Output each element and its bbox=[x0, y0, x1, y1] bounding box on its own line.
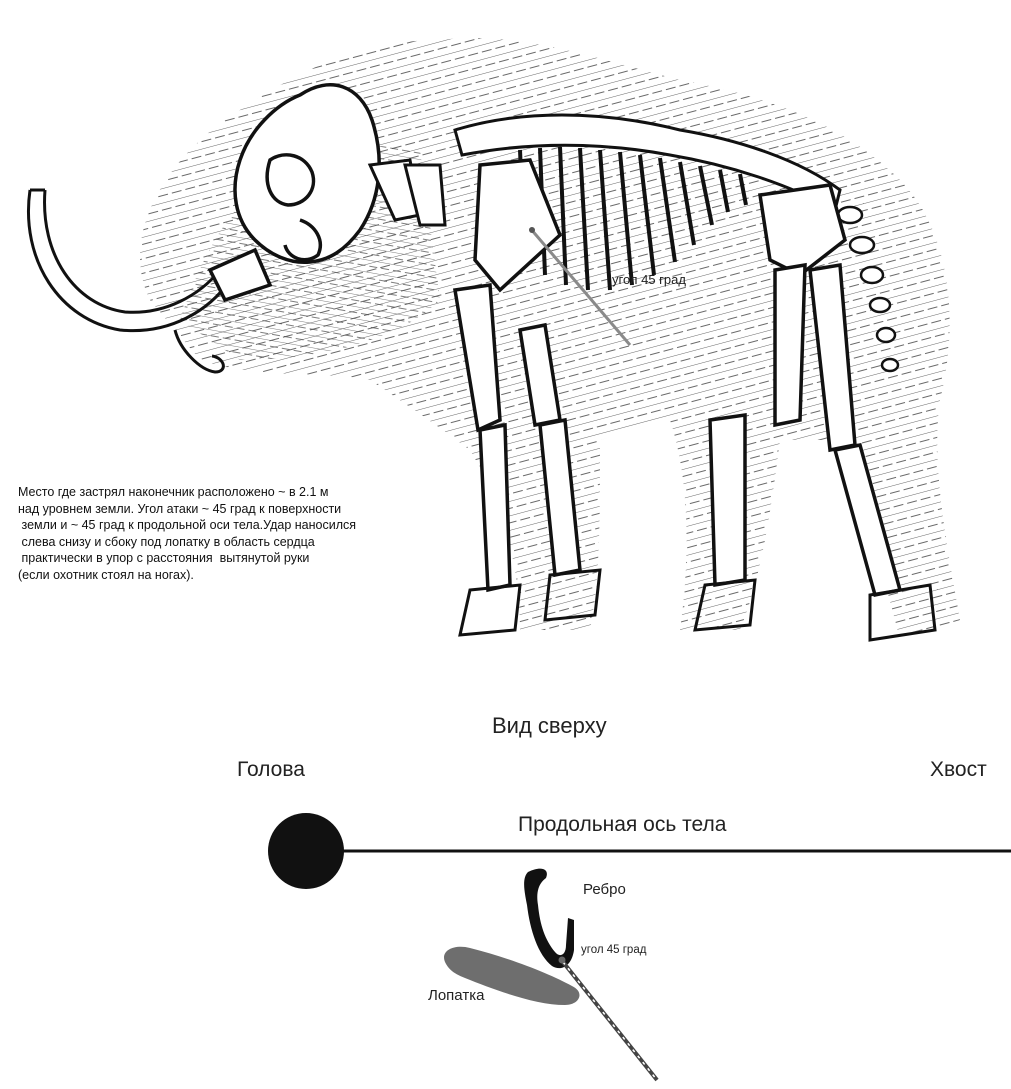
top-view-title: Вид сверху bbox=[492, 713, 607, 739]
scapula-label: Лопатка bbox=[428, 987, 484, 1004]
impact-point bbox=[559, 957, 566, 964]
wound-point bbox=[529, 227, 535, 233]
caption-line: Место где застрял наконечник расположено… bbox=[18, 484, 448, 501]
tail-label: Хвост bbox=[930, 758, 987, 782]
caption-line: над уровнем земли. Угол атаки ~ 45 град … bbox=[18, 501, 448, 518]
head-label: Голова bbox=[237, 758, 305, 782]
caption-line: практически в упор с расстояния вытянуто… bbox=[18, 550, 448, 567]
caption-line: (если охотник стоял на ногах). bbox=[18, 567, 448, 584]
rib-shape bbox=[524, 869, 574, 969]
angle-label-top-view: угол 45 град bbox=[581, 944, 646, 956]
caption-text: Место где застрял наконечник расположено… bbox=[18, 484, 448, 583]
caption-line: земли и ~ 45 град к продольной оси тела.… bbox=[18, 517, 448, 534]
head-circle bbox=[268, 813, 344, 889]
angle-label: угол 45 град bbox=[612, 272, 686, 287]
caption-line: слева снизу и сбоку под лопатку в област… bbox=[18, 534, 448, 551]
body-axis-label: Продольная ось тела bbox=[518, 813, 726, 837]
rib-label: Ребро bbox=[583, 881, 626, 898]
spear-shaft bbox=[563, 962, 657, 1080]
